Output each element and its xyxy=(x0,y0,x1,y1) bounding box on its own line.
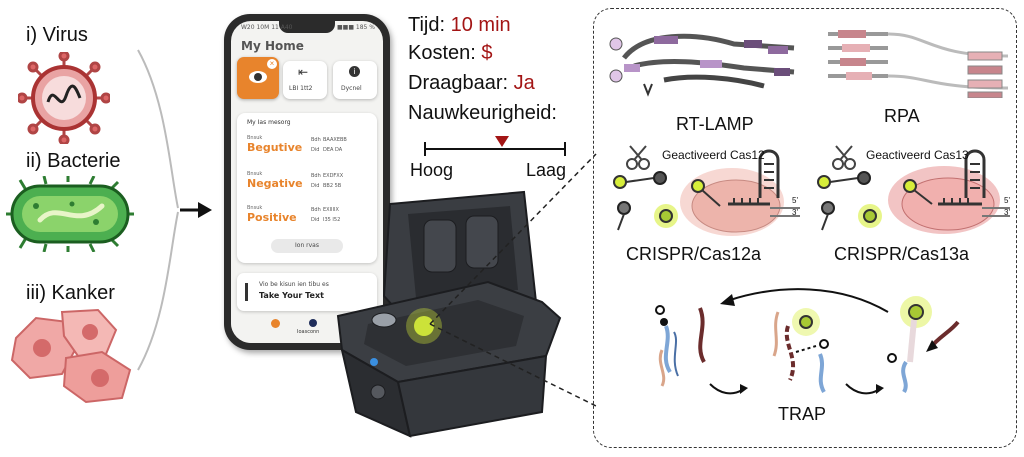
cas13-tag: Geactiveerd Cas13 xyxy=(866,148,969,162)
info-icon: i xyxy=(349,66,360,77)
eye-icon xyxy=(249,71,267,83)
status-bar-time: W20 10M 11 A40 xyxy=(241,24,293,31)
banner-big-text: Take Your Text xyxy=(259,291,324,300)
result-2-meta2-value: BB2 5B xyxy=(323,183,342,189)
detection-device xyxy=(336,190,562,438)
import-icon: ⇤ xyxy=(298,65,309,79)
banner-small-text: Vio be kisun ien tibu es xyxy=(259,281,329,288)
spec-time: Tijd: 10 min xyxy=(408,14,511,37)
result-3-meta1-label: Bdh xyxy=(311,207,321,213)
cas13-3prime-label: 3' xyxy=(1004,208,1010,217)
smartphone: W20 10M 11 A40 ■■■ 185 % My Home × ⇤ LBI… xyxy=(224,14,390,350)
result-1-status: Begutive xyxy=(247,141,303,154)
cancer-cells-icon xyxy=(10,308,132,404)
banner-bar-icon xyxy=(245,283,248,301)
spec-portable-value: Ja xyxy=(513,72,535,94)
input-funnel-arrow xyxy=(137,49,212,371)
spec-time-label: Tijd: xyxy=(408,14,451,36)
cas12a-diagram xyxy=(613,145,800,236)
tile-info[interactable]: i Dycnel xyxy=(333,61,377,99)
tile-scan[interactable]: × xyxy=(237,57,279,99)
cas13-5prime-label: 5' xyxy=(1004,196,1010,205)
profile-nav-icon[interactable] xyxy=(309,319,317,327)
result-1-meta1-value: BAAXEBB xyxy=(323,137,347,143)
rt-lamp-diagram xyxy=(609,33,795,97)
spec-accuracy-label: Nauwkeurigheid: xyxy=(408,102,557,124)
tile-results-label: LBI 1tt2 xyxy=(289,85,313,92)
cas12-3prime-label: 3' xyxy=(792,208,798,217)
result-3-status: Positive xyxy=(247,211,297,224)
spec-cost: Kosten: $ xyxy=(408,42,493,65)
result-3-small: Bnsuk xyxy=(247,205,263,211)
cas12-5prime-label: 5' xyxy=(792,196,798,205)
result-1-small: Bnsuk xyxy=(247,135,263,141)
close-icon[interactable]: × xyxy=(267,59,277,69)
result-3-meta2-label: Did xyxy=(311,217,320,223)
virus-icon xyxy=(18,52,110,144)
nav-label: Ioasconn xyxy=(297,329,320,335)
result-1-meta2-label: Did xyxy=(311,147,320,153)
result-2-meta2-label: Did xyxy=(311,183,320,189)
bacteria-icon xyxy=(6,176,134,252)
results-card-title: My Ias mesorg xyxy=(247,119,291,126)
rt-lamp-label: RT-LAMP xyxy=(676,114,754,134)
methods-panel xyxy=(593,8,1017,448)
app-title: My Home xyxy=(241,39,304,53)
rpa-label: RPA xyxy=(884,106,920,126)
label-bacteria: ii) Bacterie xyxy=(26,150,121,172)
results-card: My Ias mesorg Bnsuk Begutive Bdh BAAXEBB… xyxy=(237,113,377,263)
result-3-meta1-value: EXIIIIX xyxy=(323,207,339,213)
label-cancer: iii) Kanker xyxy=(26,282,115,304)
tile-results[interactable]: ⇤ LBI 1tt2 xyxy=(283,61,327,99)
result-2-small: Bnsuk xyxy=(247,171,263,177)
result-2-status: Negative xyxy=(247,177,303,190)
accuracy-scale-tick-left xyxy=(424,142,426,156)
result-1-meta2-value: DEA DA xyxy=(323,147,343,153)
phone-screen[interactable]: W20 10M 11 A40 ■■■ 185 % My Home × ⇤ LBI… xyxy=(231,21,383,343)
cas12-tag: Geactiveerd Cas12 xyxy=(662,148,765,162)
spec-cost-label: Kosten: xyxy=(408,42,482,64)
home-nav-icon[interactable] xyxy=(271,319,280,328)
results-card-button[interactable]: Ion rvas xyxy=(271,239,343,253)
cas13a-label: CRISPR/Cas13a xyxy=(834,244,970,264)
spec-portable-label: Draagbaar: xyxy=(408,72,514,94)
spec-cost-value: $ xyxy=(481,42,493,64)
phone-notch xyxy=(279,21,335,33)
tile-info-label: Dycnel xyxy=(341,85,362,92)
spec-portable: Draagbaar: Ja xyxy=(408,72,535,95)
trap-diagram xyxy=(655,288,960,395)
accuracy-scale-tick-right xyxy=(564,142,566,156)
result-1-meta1-label: Bdh xyxy=(311,137,321,143)
scale-low-label: Laag xyxy=(526,160,567,180)
scale-high-label: Hoog xyxy=(410,160,454,180)
zoom-connector-lines xyxy=(429,153,597,407)
cas12a-label: CRISPR/Cas12a xyxy=(626,244,762,264)
result-2-meta1-label: Bdh xyxy=(311,173,321,179)
status-bar-battery: ■■■ 185 % xyxy=(337,24,375,31)
result-2-meta1-value: EXDFXX xyxy=(323,173,344,179)
spec-time-value: 10 min xyxy=(450,14,511,36)
cas13a-diagram xyxy=(817,145,1010,234)
rpa-diagram xyxy=(828,30,1009,98)
accuracy-marker xyxy=(495,136,510,147)
accuracy-scale-line xyxy=(424,148,566,150)
label-virus: i) Virus xyxy=(26,24,88,46)
result-3-meta2-value: I35 I52 xyxy=(323,217,341,223)
trap-label: TRAP xyxy=(778,404,827,424)
accuracy-scale xyxy=(424,136,566,156)
text-banner[interactable]: Vio be kisun ien tibu es Take Your Text xyxy=(237,273,377,311)
